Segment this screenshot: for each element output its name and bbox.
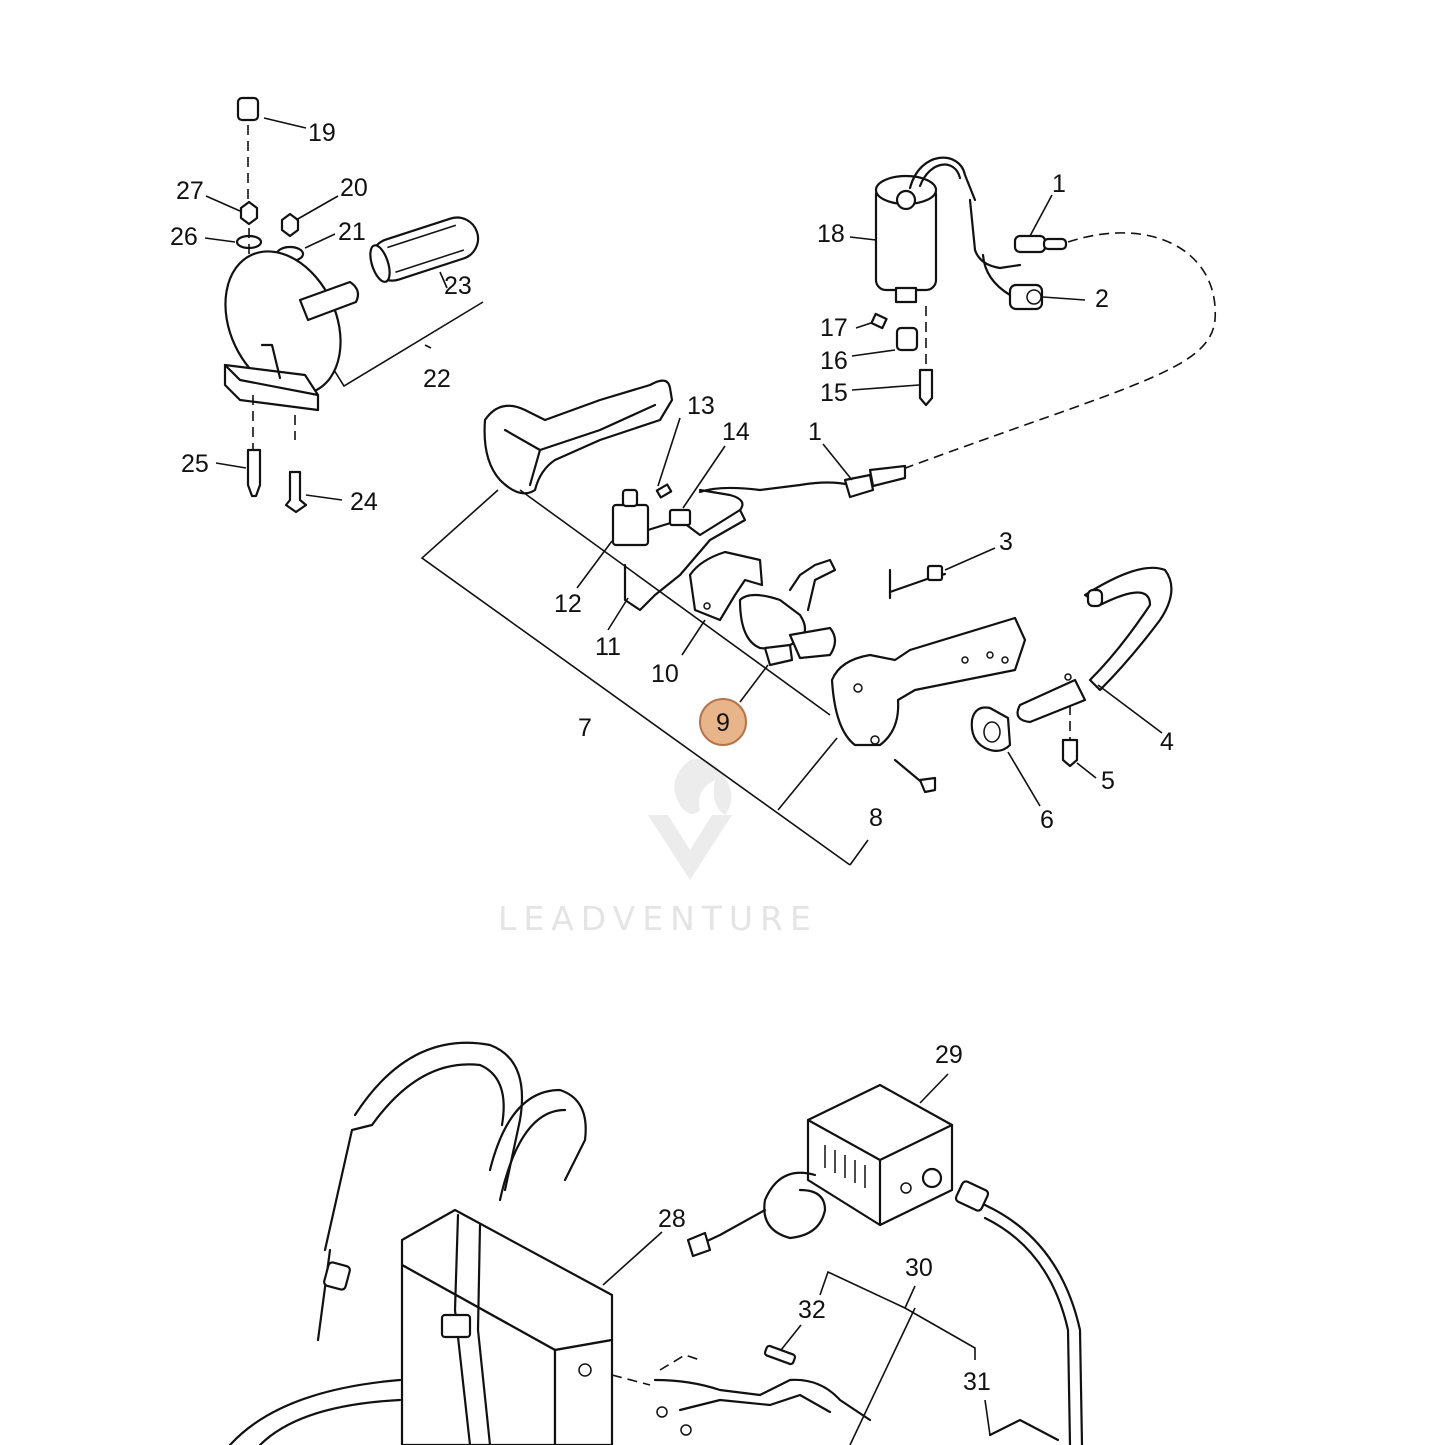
handle-bracket-assembly [223, 96, 480, 514]
watermark-text: LEADVENTURE [498, 899, 818, 938]
callout-17: 17 [820, 314, 848, 342]
callout-2: 2 [1095, 285, 1109, 313]
callout-27: 27 [176, 177, 204, 205]
callout-10: 10 [651, 660, 679, 688]
callout-15: 15 [820, 379, 848, 407]
callout-7: 7 [578, 714, 592, 742]
callout-11: 11 [595, 633, 621, 661]
callout-29: 29 [935, 1041, 963, 1069]
callout-16: 16 [820, 347, 848, 375]
switch-handle-assembly [483, 379, 1173, 794]
leader-lines [204, 117, 1163, 1445]
watermark: LEADVENTURE [498, 758, 818, 938]
callout-24: 24 [350, 488, 378, 516]
callout-9-highlighted[interactable]: 9 [716, 709, 730, 737]
callout-28: 28 [658, 1205, 686, 1233]
callout-18: 18 [817, 220, 845, 248]
callout-26: 26 [170, 223, 198, 251]
callout-1-mid: 1 [808, 418, 822, 446]
callout-1-top: 1 [1052, 170, 1066, 198]
callout-12: 12 [554, 590, 582, 618]
group-bracket-7 [420, 489, 869, 866]
callout-22: 22 [423, 365, 451, 393]
callout-23: 23 [444, 272, 472, 300]
callout-19: 19 [308, 119, 336, 147]
battery-vent [824, 1145, 866, 1188]
motor-assembly [870, 156, 1216, 471]
callout-5: 5 [1101, 767, 1115, 795]
callout-20: 20 [340, 174, 368, 202]
callout-3: 3 [999, 528, 1013, 556]
highlight-marker[interactable] [699, 698, 747, 746]
callout-13: 13 [687, 392, 715, 420]
callout-30: 30 [905, 1254, 933, 1282]
callout-21: 21 [338, 218, 366, 246]
battery-pack-assembly [228, 1041, 1084, 1445]
callout-4: 4 [1160, 728, 1174, 756]
callout-32: 32 [798, 1296, 826, 1324]
callout-14: 14 [722, 418, 750, 446]
callout-31: 31 [963, 1368, 991, 1396]
callout-6: 6 [1040, 806, 1054, 834]
callout-25: 25 [181, 450, 209, 478]
callout-labels: 19 27 20 26 21 23 22 25 24 1 18 2 17 16 … [170, 119, 1174, 1396]
callout-8: 8 [869, 804, 883, 832]
